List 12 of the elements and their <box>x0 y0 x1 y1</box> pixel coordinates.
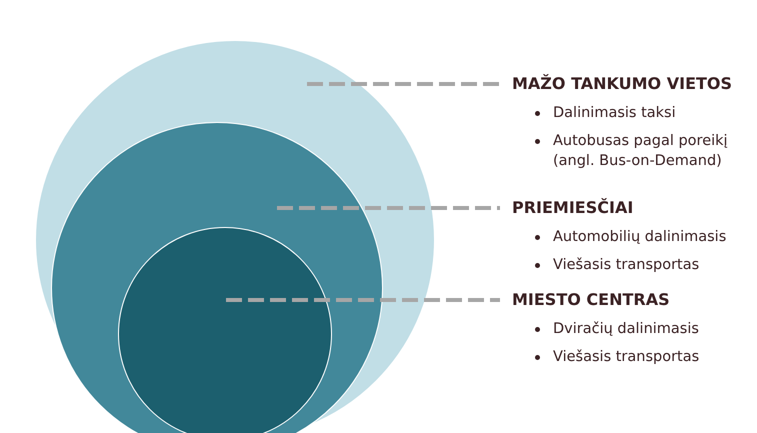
leader-line <box>277 206 500 210</box>
zone-heading: PRIEMIESČIAI <box>512 197 634 219</box>
list-item: Viešasis transportas <box>532 347 700 367</box>
zone-heading: MIESTO CENTRAS <box>512 289 670 311</box>
leader-line <box>307 82 500 86</box>
list-item: Automobilių dalinimasis <box>532 227 726 247</box>
zone-heading: MAŽO TANKUMO VIETOS <box>512 73 732 95</box>
list-item: Viešasis transportas <box>532 255 700 275</box>
leader-line <box>226 298 500 302</box>
list-item: Autobusas pagal poreikį (angl. Bus-on-Demand) <box>532 131 753 171</box>
list-item: Dalinimasis taksi <box>532 103 676 123</box>
list-item: Dviračių dalinimasis <box>532 319 699 339</box>
